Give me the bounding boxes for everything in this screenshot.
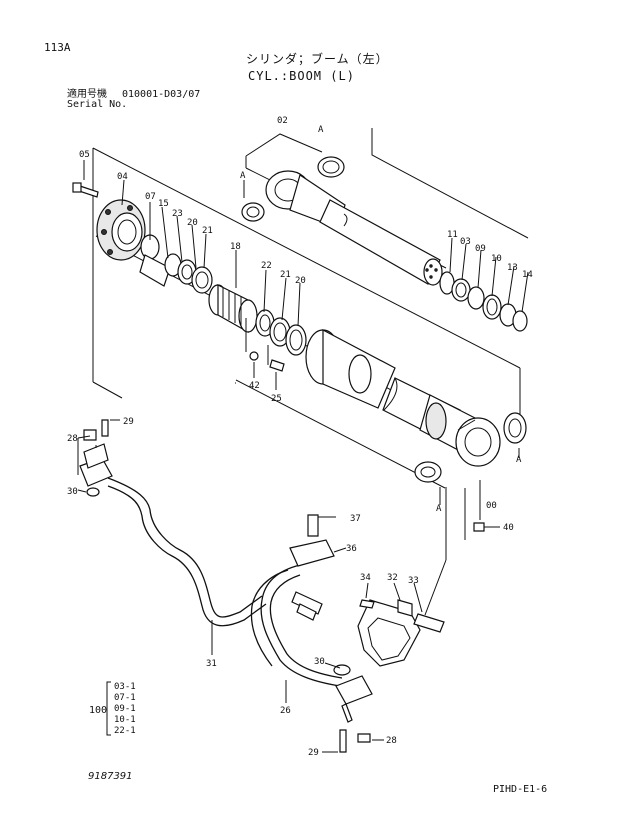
callout-21-lower: 21 xyxy=(280,270,291,280)
piping-group xyxy=(77,419,445,753)
kit-item-3: 09-1 xyxy=(114,704,136,714)
callout-05: 05 xyxy=(79,150,90,160)
callout-labels: 02 A A A A 05 04 07 15 23 20 21 18 22 21… xyxy=(67,116,533,758)
callout-37: 37 xyxy=(350,514,361,524)
callout-07: 07 xyxy=(145,192,156,202)
pipe-31 xyxy=(107,477,263,618)
callout-30-upper: 30 xyxy=(67,487,78,497)
callout-22: 22 xyxy=(261,261,272,271)
callout-00: 00 xyxy=(486,501,497,511)
callout-26: 26 xyxy=(280,706,291,716)
callout-20-upper: 20 xyxy=(187,218,198,228)
callout-28-upper: 28 xyxy=(67,434,78,444)
callout-04: 04 xyxy=(117,172,128,182)
callout-a-upper-right: A xyxy=(318,125,324,135)
callout-42: 42 xyxy=(249,381,260,391)
bracket-33 xyxy=(413,613,445,633)
leader-lines xyxy=(77,160,529,753)
callout-a-upper-left: A xyxy=(240,171,246,181)
callout-02: 02 xyxy=(277,116,288,126)
pipe-26 xyxy=(260,564,341,687)
callout-15: 15 xyxy=(158,199,169,209)
bolt-05 xyxy=(78,185,99,198)
callout-33: 33 xyxy=(408,576,419,586)
callout-03: 03 xyxy=(460,237,471,247)
bolt-28 xyxy=(357,733,371,743)
callout-10: 10 xyxy=(491,254,502,264)
kit-bracket xyxy=(106,681,111,736)
callout-31: 31 xyxy=(206,659,217,669)
callout-29-lower: 29 xyxy=(308,748,319,758)
clamp-36 xyxy=(289,539,335,567)
dust-seal-rod xyxy=(241,202,265,222)
title-japanese: シリンダ；ブーム（左） xyxy=(246,52,389,66)
callout-23: 23 xyxy=(172,209,183,219)
bolt-34 xyxy=(359,599,375,609)
callout-a-lower-left: A xyxy=(436,504,442,514)
cylinder-head-group xyxy=(72,182,307,372)
piston-rod xyxy=(319,199,441,285)
serial-range: 010001-D03/07 xyxy=(122,89,201,100)
bushing-rod xyxy=(317,156,345,178)
serial-label-japanese: 適用号機 xyxy=(67,89,107,100)
callout-a-lower-right: A xyxy=(516,455,522,465)
callout-34: 34 xyxy=(360,573,371,583)
callout-29-upper: 29 xyxy=(123,417,134,427)
callout-25: 25 xyxy=(271,394,282,404)
callout-40: 40 xyxy=(503,523,514,533)
callout-28-lower: 28 xyxy=(386,736,397,746)
kit-item-5: 22-1 xyxy=(114,726,136,736)
kit-item-1: 03-1 xyxy=(114,682,136,692)
washer-42 xyxy=(249,351,259,361)
callout-14: 14 xyxy=(522,270,533,280)
callout-32: 32 xyxy=(387,573,398,583)
leader-02 xyxy=(245,133,323,157)
drawing-number: 9187391 xyxy=(88,771,133,782)
kit-item-2: 07-1 xyxy=(114,693,136,703)
sheet-code: PIHD-E1-6 xyxy=(493,784,548,795)
callout-30-lower: 30 xyxy=(314,657,325,667)
callout-20-lower: 20 xyxy=(295,276,306,286)
bolt-29 xyxy=(339,729,347,753)
tube-end-eye xyxy=(455,417,501,467)
serial-label-english: Serial No. xyxy=(67,99,128,110)
callout-11: 11 xyxy=(447,230,458,240)
callout-13: 13 xyxy=(507,263,518,273)
callout-21-upper: 21 xyxy=(202,226,213,236)
piston-rod-group xyxy=(241,128,529,332)
callout-09: 09 xyxy=(475,244,486,254)
grease-fitting xyxy=(473,522,485,532)
title-english: CYL.:BOOM (L) xyxy=(248,69,355,83)
cylinder-tube xyxy=(305,329,527,616)
nut-25 xyxy=(269,359,285,372)
callout-36: 36 xyxy=(346,544,357,554)
kit-item-4: 10-1 xyxy=(114,715,136,725)
callout-18: 18 xyxy=(230,242,241,252)
bolt-37 xyxy=(307,514,319,537)
bushing-tube xyxy=(503,412,527,444)
page-code: 113A xyxy=(44,41,71,54)
flange-block-lower xyxy=(335,675,373,705)
kit-parent-number: 100 xyxy=(89,705,108,716)
